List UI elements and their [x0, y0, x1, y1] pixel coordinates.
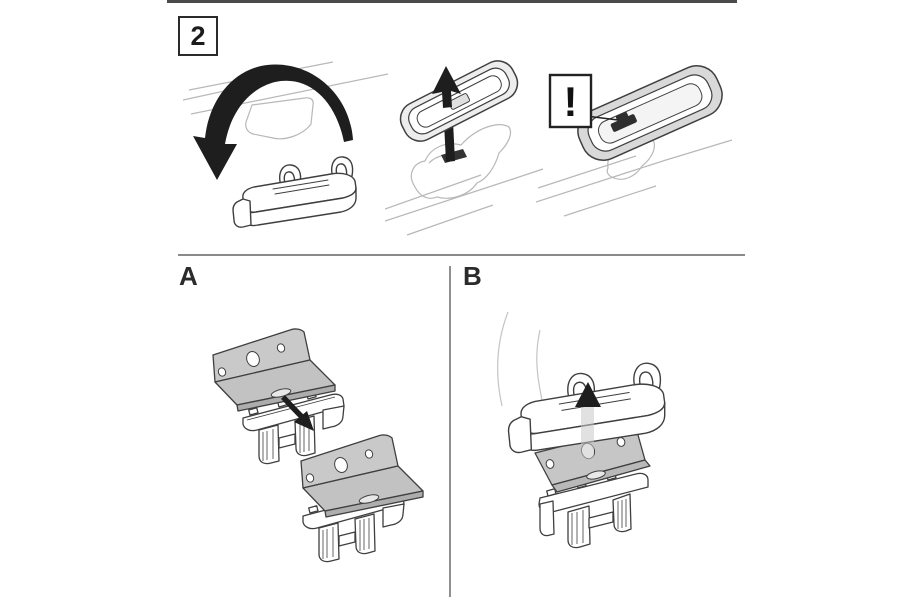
adapter-base [242, 391, 345, 465]
vehicle-outline-lines [497, 311, 543, 407]
step-number: 2 [190, 20, 206, 51]
roof-fixpoint-outline [385, 124, 544, 236]
step-number-box: 2 [178, 16, 218, 56]
illustration-lift-adapter [385, 60, 544, 236]
adapter-pad [577, 65, 723, 161]
illustration-a-bracket-assembly [212, 328, 424, 563]
warning-icon [548, 73, 593, 129]
assembled-adapter [300, 434, 424, 563]
clip-detail [610, 111, 637, 132]
horizontal-divider [178, 254, 745, 256]
up-arrow-shaft [581, 406, 594, 464]
vertical-divider [449, 266, 451, 597]
flip-arrow-icon [193, 64, 353, 180]
section-a-label: A [179, 261, 198, 291]
section-b-label: B [463, 261, 482, 291]
illustration-b-foot-mount [497, 311, 666, 549]
down-arrow-icon [280, 395, 314, 431]
adapter-pad [399, 60, 519, 142]
illustration-flip-foot [183, 61, 389, 228]
top-section-divider [167, 0, 737, 3]
warning-exclamation: ! [564, 78, 578, 125]
up-arrow-icon [432, 66, 461, 108]
up-arrow-icon [575, 382, 601, 407]
illustration-adapter-warning: ! [536, 65, 733, 217]
roof-outline [536, 137, 733, 217]
foot-unit [232, 156, 357, 228]
